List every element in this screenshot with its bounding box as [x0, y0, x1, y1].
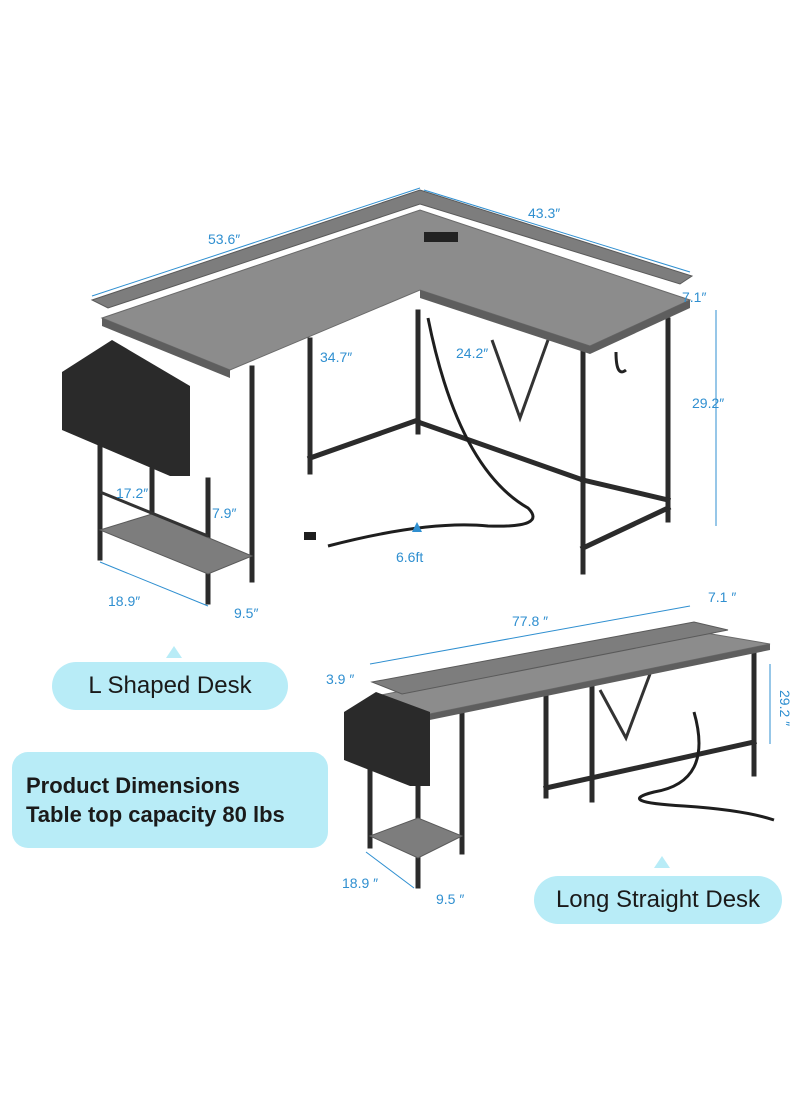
- dim-l-inner-right: 24.2″: [456, 345, 488, 361]
- l-desk-dimensions: 53.6″ 43.3″ 7.1″ 29.2″ 34.7″ 24.2″ 17.2″…: [91, 187, 724, 621]
- straight-desk-dimensions: 77.8 ″ 7.1 ″ 3.9 ″ 29.2 ″ 18.9 ″ 9.5 ″: [326, 589, 793, 907]
- dim-s-base-width: 9.5 ″: [436, 891, 464, 907]
- l-desk-label: L Shaped Desk: [52, 662, 288, 710]
- straight-desk-label: Long Straight Desk: [534, 876, 782, 924]
- cord-arrow-icon: [412, 522, 422, 532]
- headphone-hook: [614, 351, 627, 374]
- l-desk-top-edge: [420, 290, 590, 354]
- dim-l-inner-left: 34.7″: [320, 349, 352, 365]
- straight-mesh-shelf: [368, 817, 464, 859]
- dim-l-shelf-gap: 7.9″: [212, 505, 236, 521]
- info-title: Product Dimensions: [26, 773, 240, 798]
- dim-line-straight-base: [365, 851, 415, 889]
- straight-desk-top-edge: [420, 644, 770, 722]
- dim-l-shelf-width: 17.2″: [116, 485, 148, 501]
- pointer-arrow-icon: [166, 646, 182, 658]
- dim-line-length: [369, 605, 691, 665]
- l-desk-crossbar: [579, 504, 672, 552]
- l-desk-crossbar: [414, 418, 587, 484]
- straight-desk-v-brace: [598, 673, 652, 742]
- power-outlet: [424, 232, 458, 242]
- power-cord: [327, 317, 535, 548]
- l-desk-drawing: [62, 189, 694, 605]
- dim-s-riser: 3.9 ″: [326, 671, 354, 687]
- l-desk-top-edge: [102, 318, 230, 378]
- l-desk-riser: [90, 189, 694, 309]
- dim-l-short: 43.3″: [528, 205, 560, 221]
- straight-desk-riser: [370, 621, 729, 695]
- dim-line-short-side: [423, 189, 691, 273]
- dim-l-long: 53.6″: [208, 231, 240, 247]
- l-desk-crossbar: [579, 476, 672, 504]
- l-desk-v-brace: [490, 339, 550, 423]
- dim-l-base-width: 9.5″: [234, 605, 258, 621]
- l-desk-crossbar: [306, 416, 422, 462]
- shelf-bar: [99, 490, 209, 538]
- dim-l-cord: 6.6ft: [396, 549, 423, 565]
- straight-desk-crossbar: [543, 739, 757, 791]
- dim-l-base-depth: 18.9″: [108, 593, 140, 609]
- dim-l-shelf-depth: 7.1″: [682, 289, 706, 305]
- straight-desk-drawing: [344, 621, 775, 889]
- info-capacity: Table top capacity 80 lbs: [26, 802, 285, 827]
- mesh-shelf: [98, 513, 254, 575]
- dim-line-base: [99, 561, 209, 607]
- pointer-arrow-icon: [654, 856, 670, 868]
- dim-line-long-side: [91, 187, 421, 297]
- dim-s-height: 29.2 ″: [777, 690, 793, 726]
- plug: [304, 532, 316, 540]
- straight-storage-bag: [344, 692, 430, 786]
- dim-s-base-depth: 18.9 ″: [342, 875, 378, 891]
- storage-bag: [62, 340, 190, 476]
- info-panel: Product Dimensions Table top capacity 80…: [12, 752, 328, 848]
- straight-power-cord: [638, 711, 775, 822]
- dim-s-length: 77.8 ″: [512, 613, 548, 629]
- l-desk-top-edge: [590, 300, 690, 354]
- dim-l-height: 29.2″: [692, 395, 724, 411]
- dim-s-shelf-depth: 7.1 ″: [708, 589, 736, 605]
